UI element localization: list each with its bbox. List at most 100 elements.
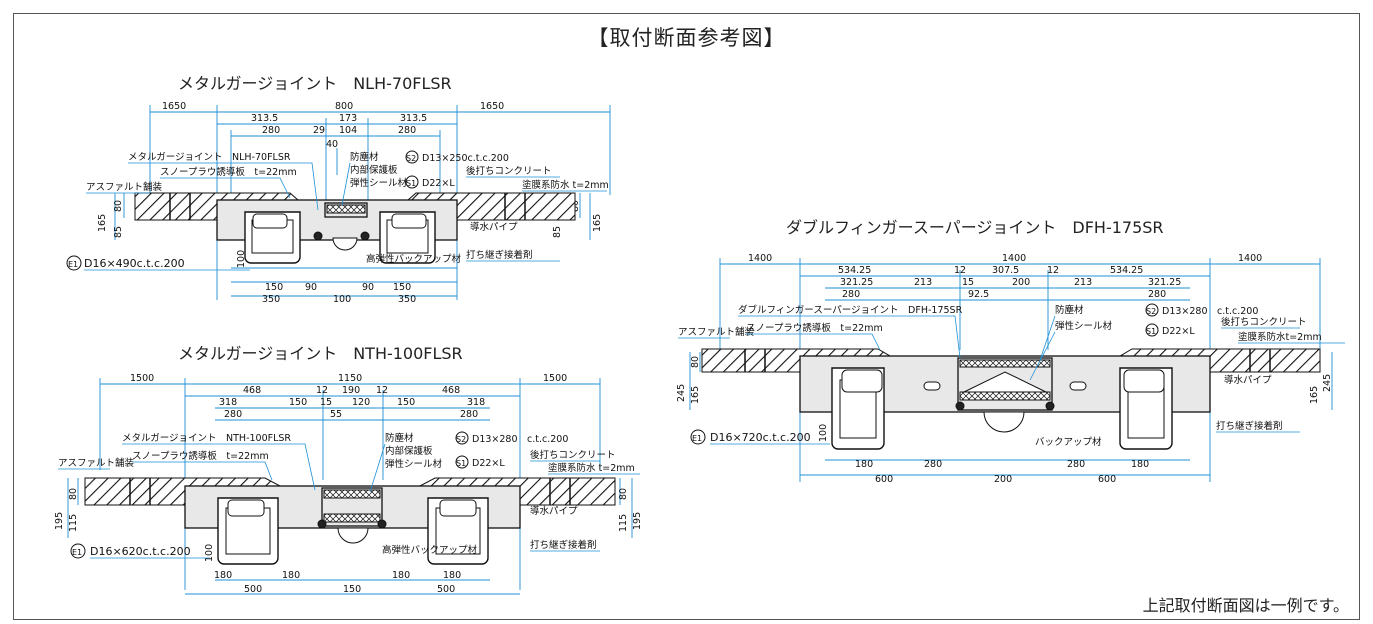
nth-dim-120: 120 <box>352 397 370 408</box>
dfh-dim-180-a: 180 <box>855 459 873 470</box>
dfh-e1-marker <box>690 429 706 445</box>
nth-backup-pipe <box>337 527 369 544</box>
nlh-rebar-left <box>252 213 288 229</box>
dfh-dust-seal <box>959 359 1051 368</box>
svg-text:S2: S2 <box>406 154 416 163</box>
nlh-dim-313-l: 313.5 <box>251 113 278 124</box>
nlh-title: メタルガージョイント NLH-70FLSR <box>178 74 452 93</box>
dfh-dim-80-l: 80 <box>690 356 701 368</box>
nth-dim-12-l: 12 <box>316 385 328 396</box>
dfh-dim-213-l: 213 <box>914 277 932 288</box>
nlh-label-asphalt: アスファルト舗装 <box>86 181 163 193</box>
svg-text:S1: S1 <box>456 459 466 468</box>
dfh-backup-mesh <box>959 391 1051 401</box>
dfh-bolt-left <box>955 401 965 411</box>
nth-label-concrete: 後打ちコンクリート <box>530 449 616 461</box>
dfh-dim-1400-r: 1400 <box>1238 253 1262 264</box>
dfh-dim-280-l: 280 <box>842 289 860 300</box>
nlh-label-e1: D16×490c.t.c.200 <box>84 257 185 270</box>
nlh-dimensions: 1650 800 1650 313.5 173 313.5 280 29 104… <box>97 101 611 305</box>
nlh-label-drain: 導水パイプ <box>470 221 518 233</box>
nlh-rebar-right <box>391 213 427 229</box>
dfh-label-s1: D22×L <box>1162 326 1195 337</box>
dfh-dim-165-r: 165 <box>1309 386 1320 404</box>
nlh-backup-pipe <box>332 237 358 251</box>
dfh-structure <box>701 348 1321 450</box>
nth-dim-150-r: 150 <box>397 397 415 408</box>
nth-s1-marker <box>455 455 469 469</box>
nlh-dim-280-l: 280 <box>262 125 280 136</box>
dfh-slot-right <box>1069 381 1087 391</box>
dfh-dim-1400-c: 1400 <box>1002 253 1026 264</box>
nth-dim-500-l: 500 <box>244 584 262 595</box>
nth-dim-150: 150 <box>343 584 361 595</box>
dfh-dim-1400-l: 1400 <box>748 253 772 264</box>
nth-dim-500-r: 500 <box>437 584 455 595</box>
nth-dim-15: 15 <box>320 397 332 408</box>
nlh-label-adhesive: 打ち継ぎ接着剤 <box>466 249 533 261</box>
nlh-e1-marker <box>66 255 82 271</box>
nth-label-asphalt: アスファルト舗装 <box>58 457 135 469</box>
nth-dim-195-r: 195 <box>632 512 643 530</box>
dfh-dim-245-l: 245 <box>676 384 687 402</box>
dfh-label-drain: 導水パイプ <box>1224 374 1272 386</box>
nth-dim-280-r: 280 <box>460 409 478 420</box>
nth-label-dust: 防塵材 <box>385 432 414 444</box>
nth-labels: メタルガージョイント NTH-100FLSR スノープラウ誘導板 t=22mm … <box>58 431 640 559</box>
page-title: 【取付断面参考図】 <box>587 26 786 50</box>
nlh-dim-173: 173 <box>339 113 357 124</box>
nth-label-drain: 導水パイプ <box>530 505 578 517</box>
dfh-dim-600-r: 600 <box>1098 474 1116 485</box>
dfh-dim-15: 15 <box>962 277 974 288</box>
nlh-dim-90-l: 90 <box>305 282 317 293</box>
nlh-label-s2: D13×250c.t.c.200 <box>422 153 509 164</box>
nlh-dim-100: 100 <box>236 250 247 268</box>
dfh-dim-534-l: 534.25 <box>838 265 871 276</box>
dfh-rebar-right <box>1123 369 1165 393</box>
nth-label-seal: 弾性シール材 <box>385 458 443 470</box>
nth-drawing: 1500 1150 1500 468 12 190 12 468 318 150… <box>54 373 643 595</box>
svg-text:E1: E1 <box>72 548 82 557</box>
nth-label-product: メタルガージョイント NTH-100FLSR <box>122 433 291 444</box>
nlh-label-waterproof: 塗膜系防水 t=2mm <box>522 179 609 191</box>
nth-dim-12-r: 12 <box>376 385 388 396</box>
svg-text:E1: E1 <box>692 434 702 443</box>
nth-dimensions: 1500 1150 1500 468 12 190 12 468 318 150… <box>54 373 643 595</box>
nth-e1-marker <box>70 543 86 559</box>
svg-text:S1: S1 <box>406 179 416 188</box>
nlh-dim-150-l: 150 <box>265 282 283 293</box>
nth-dim-1500-r: 1500 <box>543 373 567 384</box>
nlh-dim-1650-r: 1650 <box>480 101 504 112</box>
nth-title: メタルガージョイント NTH-100FLSR <box>178 344 463 363</box>
dfh-title: ダブルフィンガースーパージョイント DFH-175SR <box>786 218 1164 237</box>
dfh-label-waterproof: 塗膜系防水t=2mm <box>1238 331 1322 343</box>
nlh-label-s1: D22×L <box>422 178 455 189</box>
dfh-dim-245-r: 245 <box>1322 374 1333 392</box>
nth-dim-280-l: 280 <box>224 409 242 420</box>
nth-dim-180-d: 180 <box>443 570 461 581</box>
nth-label-inner: 内部保護板 <box>385 445 433 457</box>
nth-label-s1: D22×L <box>472 458 505 469</box>
nlh-dim-80-l: 80 <box>113 200 124 212</box>
dfh-dim-180-b: 180 <box>1131 459 1149 470</box>
nth-dim-180-c: 180 <box>392 570 410 581</box>
dfh-label-concrete: 後打ちコンクリート <box>1221 316 1307 328</box>
nlh-label-seal: 弾性シール材 <box>350 177 408 189</box>
nth-dim-468-l: 468 <box>243 385 261 396</box>
dfh-backup-pipe <box>983 411 1025 433</box>
nth-label-s2: D13×280 c.t.c.200 <box>472 434 568 445</box>
nlh-dim-90-r: 90 <box>362 282 374 293</box>
dfh-dim-12-l: 12 <box>954 265 966 276</box>
dfh-dim-200-b: 200 <box>994 474 1012 485</box>
nlh-dim-313-r: 313.5 <box>400 113 427 124</box>
dfh-label-e1: D16×720c.t.c.200 <box>710 431 811 444</box>
dfh-dim-321-l: 321.25 <box>840 277 873 288</box>
nth-dim-468-r: 468 <box>442 385 460 396</box>
dfh-dim-100: 100 <box>818 424 829 442</box>
nlh-dim-165-r: 165 <box>592 214 603 232</box>
dfh-dim-321-r: 321.25 <box>1148 277 1181 288</box>
nth-dim-150-l: 150 <box>289 397 307 408</box>
nth-dim-1150: 1150 <box>338 373 362 384</box>
nth-dim-1500-l: 1500 <box>130 373 154 384</box>
nlh-label-plow: スノープラウ誘導板 t=22mm <box>160 166 297 178</box>
